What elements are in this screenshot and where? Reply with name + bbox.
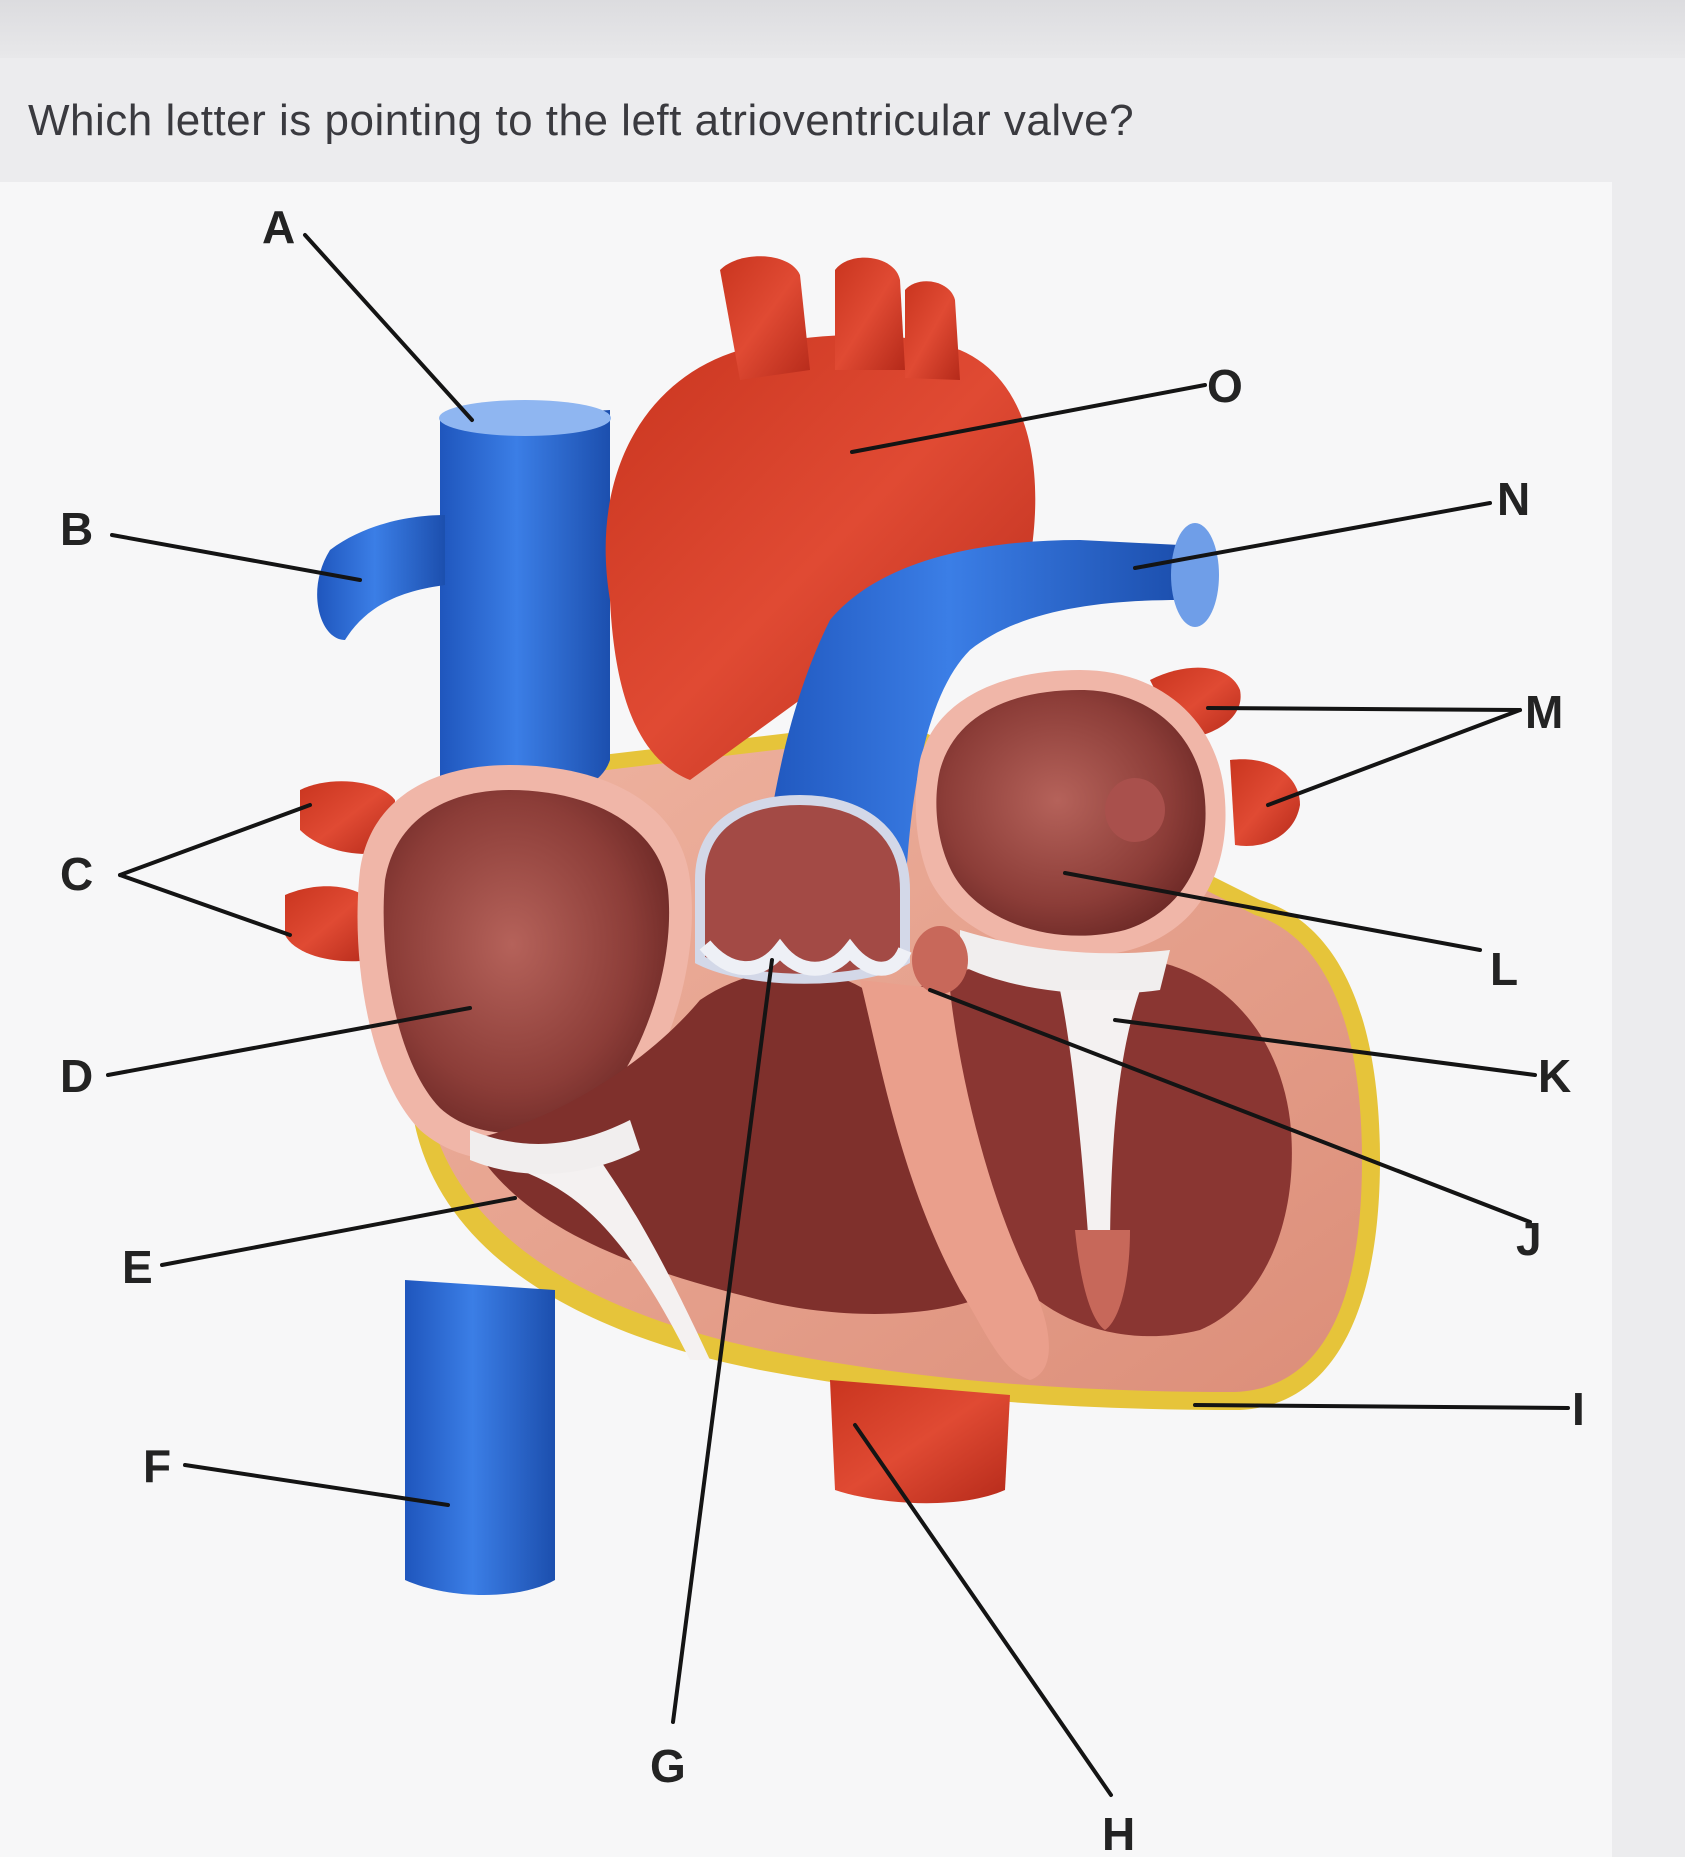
aortic-arch [605, 335, 1036, 780]
leader-line-A [303, 233, 474, 422]
leader-line-B [110, 533, 362, 582]
leader-line-L [1063, 871, 1482, 952]
left-av-valve-leaflet [960, 930, 1170, 994]
leader-line-M-upper [1206, 706, 1522, 712]
pulmonary-vein-ostium [1105, 778, 1165, 842]
superior-vena-cava [440, 410, 610, 794]
leader-line-J [928, 988, 1532, 1224]
label-O: O [1207, 360, 1243, 412]
pulmonary-vein-lower [1230, 759, 1300, 846]
right-chordae-tendineae [520, 1160, 710, 1360]
leader-line-F [183, 1463, 450, 1507]
aorta-branch-2 [835, 257, 905, 370]
label-F: F [143, 1440, 171, 1492]
leader-line-C-lower [118, 873, 292, 937]
right-atrium-cavity [383, 790, 670, 1134]
left-chordae-tendineae [1060, 990, 1140, 1260]
coronary-sinus-knob [912, 926, 968, 994]
interventricular-septum [860, 980, 1049, 1380]
aorta-branch-3 [905, 281, 960, 380]
leader-line-C-upper [118, 803, 312, 877]
leader-line-I [1193, 1403, 1570, 1410]
leader-line-E [160, 1196, 517, 1267]
monitor-top-bezel [0, 0, 1685, 58]
descending-aorta-bottom [830, 1380, 1010, 1504]
leader-line-G [671, 958, 774, 1724]
label-M: M [1525, 686, 1563, 738]
label-L: L [1490, 943, 1518, 995]
leader-line-N [1133, 501, 1492, 570]
svc-opening [439, 400, 611, 436]
label-H: H [1102, 1808, 1135, 1857]
right-av-valve-leaflet [470, 1120, 640, 1174]
papillary-muscle [1075, 1230, 1130, 1330]
pulmonary-valve-ring [695, 794, 910, 984]
label-G: G [650, 1740, 686, 1792]
label-N: N [1497, 473, 1530, 525]
label-B: B [60, 503, 93, 555]
aorta-branch-1 [720, 256, 810, 380]
inferior-vena-cava [405, 1280, 555, 1595]
label-D: D [60, 1050, 93, 1102]
label-E: E [122, 1241, 153, 1293]
semilunar-valve-cusps [699, 938, 912, 976]
leader-line-D [106, 1006, 472, 1077]
label-J: J [1516, 1213, 1542, 1265]
label-K: K [1538, 1050, 1571, 1102]
leader-line-O [850, 383, 1207, 454]
right-pulmonary-artery-branch [317, 515, 445, 640]
right-ventricle-cavity [470, 970, 1000, 1314]
label-C: C [60, 848, 93, 900]
leader-line-H [853, 1423, 1113, 1797]
leader-line-M-lower [1266, 708, 1522, 807]
question-text: Which letter is pointing to the left atr… [28, 96, 1135, 145]
pulmonary-artery-opening [1171, 523, 1219, 627]
leader-line-K [1113, 1018, 1537, 1077]
left-atrium-cavity [936, 690, 1206, 936]
label-I: I [1572, 1383, 1585, 1435]
label-A: A [262, 201, 295, 253]
right-pulmonary-vein-lower [285, 886, 375, 962]
